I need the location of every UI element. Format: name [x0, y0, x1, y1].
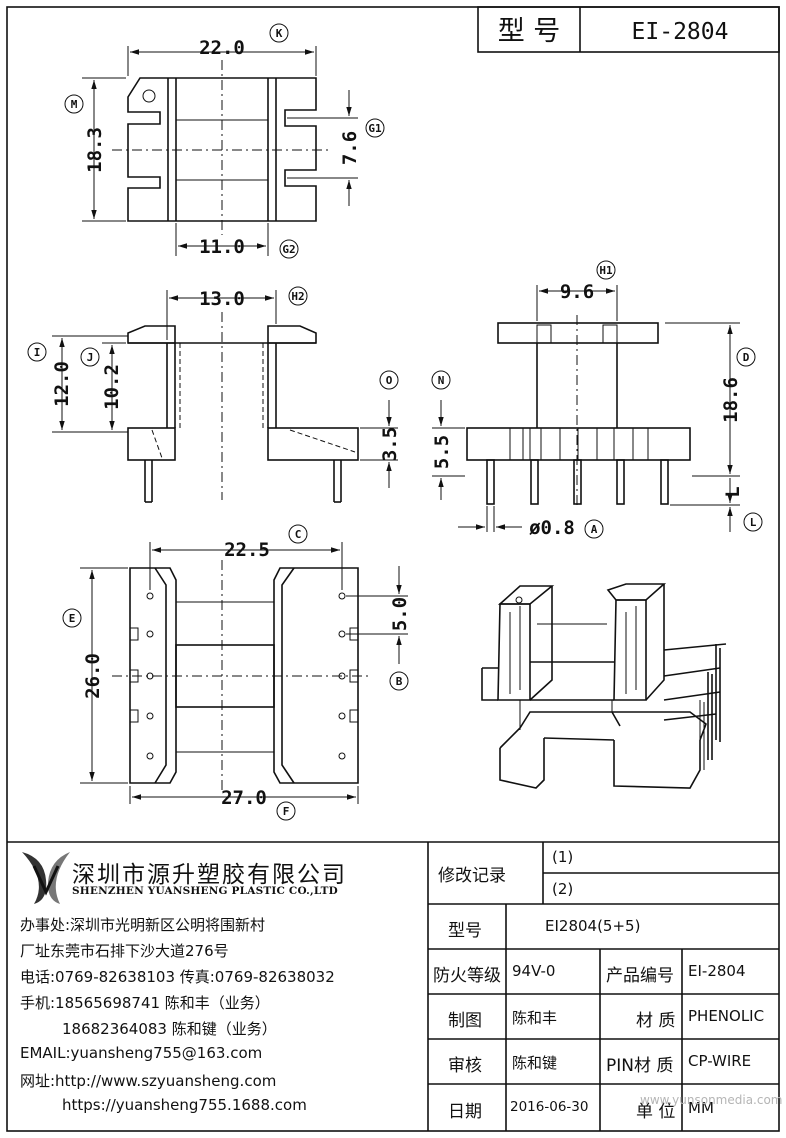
- label-h2: H2: [291, 290, 304, 303]
- label-b: B: [396, 675, 403, 688]
- label-i: I: [34, 346, 41, 359]
- material-label: 材 质: [636, 1011, 676, 1031]
- dim-side-height: 18.6: [720, 377, 742, 423]
- front-view: 13.0 H2 12.0 I 10.2 J 3.5 O: [27, 286, 401, 503]
- dim-front-base-height: 3.5: [379, 427, 401, 461]
- company-mobile-2: 18682364083 陈和键（业务）: [62, 1020, 277, 1038]
- watermark: www.yunsonmedia.com: [640, 1093, 783, 1107]
- bottom-view: 22.5 C 26.0 E 5.0 B 27.0 F: [62, 524, 411, 821]
- drawn-label: 制图: [448, 1011, 482, 1031]
- spec-table-grid: [427, 842, 779, 1131]
- company-factory: 厂址东莞市石排下沙大道276号: [20, 942, 229, 960]
- date-value: 2016-06-30: [510, 1099, 589, 1115]
- company-name-cn: 深圳市源升塑胶有限公司: [72, 862, 347, 888]
- revision-label: 修改记录: [438, 866, 506, 886]
- label-h1: H1: [599, 264, 613, 277]
- dim-top-width: 22.0: [199, 37, 245, 59]
- company-office: 办事处:深圳市光明新区公明将围新村: [20, 916, 266, 934]
- model-label: 型号: [448, 921, 482, 941]
- unit-value: MM: [688, 1099, 714, 1117]
- title-type-label: 型 号: [498, 16, 561, 47]
- dim-top-slot: 7.6: [339, 131, 361, 165]
- company-logo: [22, 852, 70, 904]
- label-k: K: [276, 27, 283, 40]
- product-no-value: EI-2804: [688, 962, 746, 980]
- label-m: M: [71, 98, 78, 111]
- title-box: 型 号 EI-2804: [477, 6, 780, 53]
- dim-pin-diameter: ø0.8: [529, 517, 575, 539]
- company-web-2: https://yuansheng755.1688.com: [62, 1096, 307, 1114]
- model-value: EI2804(5+5): [545, 917, 641, 935]
- revision-2: (2): [552, 880, 574, 898]
- dim-side-pin-length: L: [722, 486, 744, 497]
- checked-label: 审核: [448, 1056, 482, 1076]
- label-c: C: [295, 528, 302, 541]
- dim-top-span: 11.0: [199, 236, 245, 258]
- label-l: L: [750, 516, 757, 529]
- company-mobile-1: 手机:18565698741 陈和丰（业务）: [20, 994, 270, 1012]
- company-web-1: 网址:http://www.szyuansheng.com: [20, 1072, 277, 1090]
- label-f: F: [283, 805, 290, 818]
- company-phone: 电话:0769-82638103 传真:0769-82638032: [20, 968, 335, 986]
- label-d: D: [743, 351, 750, 364]
- checked-value: 陈和键: [512, 1054, 558, 1072]
- product-no-label: 产品编号: [606, 966, 674, 986]
- dim-front-inner-height: 10.2: [101, 364, 123, 410]
- pin-material-value: CP-WIRE: [688, 1052, 752, 1070]
- fire-rating-label: 防火等级: [433, 966, 501, 986]
- company-name-en: SHENZHEN YUANSHENG PLASTIC CO.,LTD: [72, 885, 338, 897]
- label-e: E: [69, 612, 76, 625]
- label-j: J: [87, 351, 94, 364]
- fire-rating-value: 94V-0: [512, 962, 556, 980]
- pin-material-label: PIN材 质: [606, 1056, 674, 1076]
- top-view: 22.0 K 18.3 M 7.6 G1 11.0 G2: [64, 23, 385, 259]
- dim-side-width: 9.6: [560, 281, 594, 303]
- dim-front-width: 13.0: [199, 288, 245, 310]
- isometric-view: [481, 583, 727, 789]
- drawn-value: 陈和丰: [512, 1009, 558, 1027]
- dim-front-total-height: 12.0: [51, 361, 73, 407]
- dim-top-height: 18.3: [84, 127, 106, 173]
- revision-1: (1): [552, 848, 574, 866]
- label-o: O: [386, 374, 393, 387]
- outer-border: [6, 6, 780, 1132]
- side-view: 9.6 H1 18.6 D L L 5.5 N ø0.8 A: [431, 260, 763, 539]
- dim-bottom-width: 22.5: [224, 539, 270, 561]
- dim-bottom-height: 26.0: [82, 653, 104, 699]
- label-g2: G2: [282, 243, 295, 256]
- unit-label: 单 位: [636, 1102, 676, 1122]
- label-g1: G1: [368, 122, 382, 135]
- label-n: N: [438, 374, 445, 387]
- label-a: A: [591, 523, 598, 536]
- company-email: EMAIL:yuansheng755@163.com: [20, 1044, 263, 1062]
- material-value: PHENOLIC: [688, 1007, 765, 1025]
- title-model: EI-2804: [632, 19, 729, 45]
- dim-side-base-height: 5.5: [431, 435, 453, 469]
- dim-bottom-total-width: 27.0: [221, 787, 267, 809]
- date-label: 日期: [448, 1102, 482, 1122]
- dim-bottom-pitch: 5.0: [389, 597, 411, 631]
